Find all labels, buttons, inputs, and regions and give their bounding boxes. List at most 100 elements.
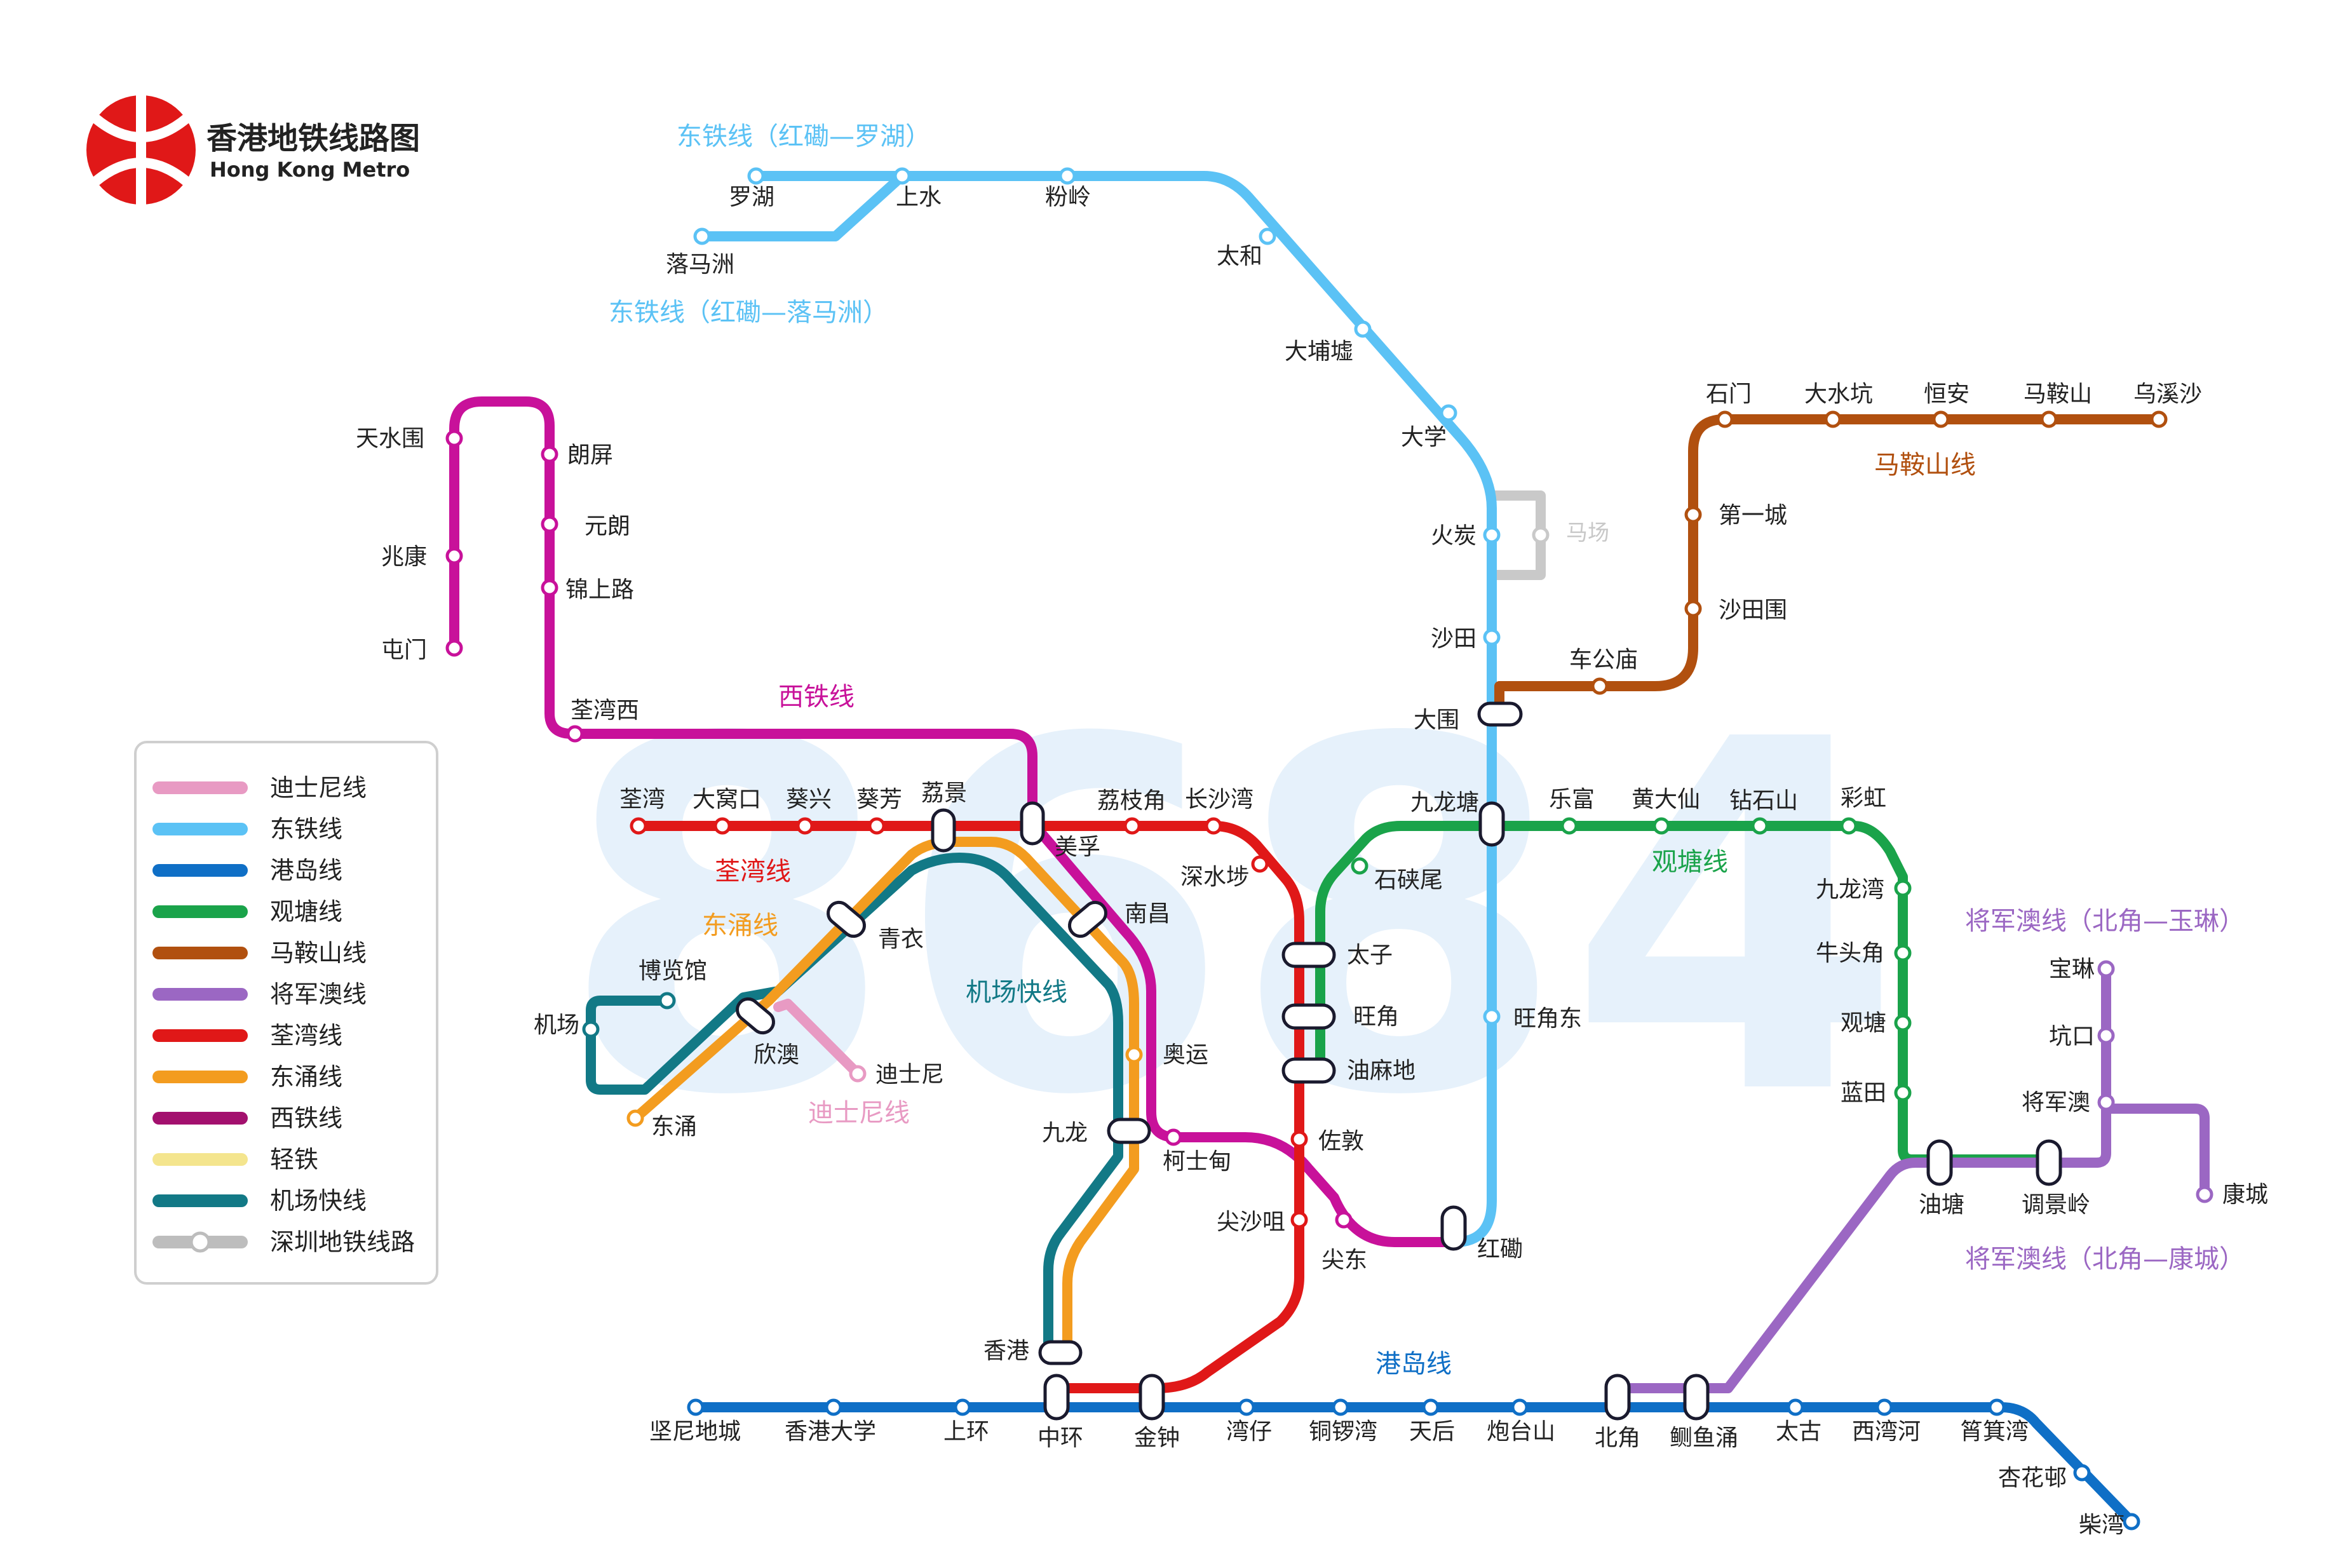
station-tongluowan: 铜锣湾 xyxy=(1309,1419,1377,1445)
station-jiandong: 尖东 xyxy=(1321,1247,1367,1273)
label-airport-express: 机场快线 xyxy=(966,978,1067,1007)
station-dawei: 大围 xyxy=(1414,707,1459,733)
station-kangcheng: 康城 xyxy=(2222,1182,2268,1208)
station-dots xyxy=(445,167,2213,1531)
station-niutoujiao: 牛头角 xyxy=(1816,940,1884,966)
label-west-rail: 西铁线 xyxy=(778,682,855,712)
station-dawokou: 大窝口 xyxy=(693,787,761,813)
station-daxue: 大学 xyxy=(1401,424,1447,450)
legend-label: 观塘线 xyxy=(270,898,342,926)
station-dishini: 迪士尼 xyxy=(875,1062,944,1088)
station-hengan: 恒安 xyxy=(1924,381,1970,407)
station-taihe: 太和 xyxy=(1217,243,1262,269)
legend-item: 西铁线 xyxy=(152,1104,342,1132)
station-keshidian: 柯士甸 xyxy=(1163,1149,1231,1175)
station-chaiwan: 柴湾 xyxy=(2079,1512,2125,1538)
station-xinao: 欣澳 xyxy=(753,1042,799,1068)
station-kengkou: 坑口 xyxy=(2049,1024,2095,1050)
tseung-kwan-o-line xyxy=(1619,964,2210,1393)
station-zuodun: 佐敦 xyxy=(1318,1128,1364,1154)
tsuen-wan-line xyxy=(633,821,1304,1393)
station-jiangjunao: 将军澳 xyxy=(2022,1090,2090,1116)
station-lizhijiao: 荔枝角 xyxy=(1097,788,1166,814)
station-shenshuibu: 深水埗 xyxy=(1180,864,1249,890)
legend-item: 将军澳线 xyxy=(152,980,367,1008)
station-xinghuacun: 杏花邨 xyxy=(1998,1465,2067,1491)
station-wuxisha: 乌溪沙 xyxy=(2133,381,2202,407)
station-yuanlang: 元朗 xyxy=(584,513,630,539)
legend-label: 机场快线 xyxy=(270,1187,367,1215)
station-zuanshishan: 钻石山 xyxy=(1729,788,1798,814)
station-changshawan: 长沙湾 xyxy=(1185,787,1253,813)
label-tsuen-wan: 荃湾线 xyxy=(715,857,791,886)
legend-label: 轻铁 xyxy=(270,1146,318,1173)
station-jiulong: 九龙 xyxy=(1042,1120,1088,1146)
legend-label: 东涌线 xyxy=(270,1063,342,1091)
legend-item: 荃湾线 xyxy=(152,1022,342,1050)
airport-express-line xyxy=(586,853,1123,1355)
station-dongyong: 东涌 xyxy=(651,1114,697,1140)
station-labels: 罗湖 上水 粉岭 落马洲 太和 大埔墟 大学 火炭 马场 沙田 大围 九龙塘 旺… xyxy=(356,184,2268,1538)
legend-label: 将军澳线 xyxy=(270,980,367,1008)
legend-label: 港岛线 xyxy=(270,856,342,884)
legend-item: 东铁线 xyxy=(152,815,342,843)
station-bolanguan: 博览馆 xyxy=(639,958,707,984)
legend-item: 东涌线 xyxy=(152,1063,342,1091)
label-east-rail-lowu: 东铁线（红磡—罗湖） xyxy=(677,122,931,151)
legend-label: 东铁线 xyxy=(270,815,342,843)
disneyland-line xyxy=(773,999,863,1079)
station-huangdaxian: 黄大仙 xyxy=(1632,787,1700,813)
station-youtang: 油塘 xyxy=(1919,1192,1964,1218)
legend-item: 机场快线 xyxy=(152,1187,367,1215)
station-wanzai: 湾仔 xyxy=(1226,1419,1272,1445)
station-shangshui: 上水 xyxy=(896,184,942,210)
ma-on-shan-line xyxy=(1494,414,2164,719)
station-jianinidicheng: 坚尼地城 xyxy=(649,1419,741,1445)
station-chegongmiao: 车公庙 xyxy=(1569,647,1638,673)
station-youmadi: 油麻地 xyxy=(1347,1058,1416,1084)
legend-label: 深圳地铁线路 xyxy=(270,1228,415,1256)
station-tunmen: 屯门 xyxy=(381,637,427,663)
label-east-rail-lmc: 东铁线（红磡—落马洲） xyxy=(609,298,888,327)
station-fanling: 粉岭 xyxy=(1045,184,1091,210)
station-paotaishan: 炮台山 xyxy=(1487,1419,1555,1445)
station-nanchang: 南昌 xyxy=(1125,901,1170,927)
west-rail-line xyxy=(449,396,1460,1247)
station-hongkan: 红磡 xyxy=(1477,1236,1523,1262)
station-guantang: 观塘 xyxy=(1841,1010,1886,1036)
station-maanshan: 马鞍山 xyxy=(2024,381,2092,407)
station-shatian: 沙田 xyxy=(1431,626,1476,652)
station-machang: 马场 xyxy=(1566,520,1609,546)
station-beijiao: 北角 xyxy=(1595,1425,1640,1451)
station-lantian: 蓝田 xyxy=(1841,1080,1886,1106)
east-rail-lmc-branch xyxy=(697,171,907,241)
station-jinshanglu: 锦上路 xyxy=(565,577,634,603)
station-shimen: 石门 xyxy=(1706,381,1752,407)
label-disneyland: 迪士尼线 xyxy=(808,1098,910,1128)
station-jianshaju: 尖沙咀 xyxy=(1217,1209,1285,1235)
station-kuifang: 葵芳 xyxy=(856,787,902,813)
label-tko-lohas: 将军澳线（北角—康城） xyxy=(1965,1245,2245,1274)
legend-item: 马鞍山线 xyxy=(152,939,367,967)
legend-item: 观塘线 xyxy=(152,898,342,926)
station-langping: 朗屏 xyxy=(567,442,613,468)
station-zhaokang: 兆康 xyxy=(381,544,427,570)
legend-label: 西铁线 xyxy=(270,1104,342,1132)
map-title: 香港地铁线路图 xyxy=(206,121,420,156)
legend-item: 深圳地铁线路 xyxy=(152,1228,415,1256)
station-taizi: 太子 xyxy=(1347,942,1393,968)
legend-label: 荃湾线 xyxy=(270,1022,342,1050)
station-luomazhou: 落马洲 xyxy=(666,252,734,278)
station-qingyi: 青衣 xyxy=(878,926,924,952)
station-taigu: 太古 xyxy=(1776,1419,1821,1445)
station-quanwanxi: 荃湾西 xyxy=(571,698,639,724)
station-xiwanhe: 西湾河 xyxy=(1852,1419,1921,1445)
station-shatianwei: 沙田围 xyxy=(1719,597,1787,623)
station-caihong: 彩虹 xyxy=(1841,785,1886,811)
station-tianhou: 天后 xyxy=(1409,1419,1455,1445)
station-jiulongtang: 九龙塘 xyxy=(1410,790,1479,816)
mtr-logo xyxy=(86,95,196,205)
legend-item: 轻铁 xyxy=(152,1146,318,1173)
station-meifu: 美孚 xyxy=(1055,834,1100,860)
